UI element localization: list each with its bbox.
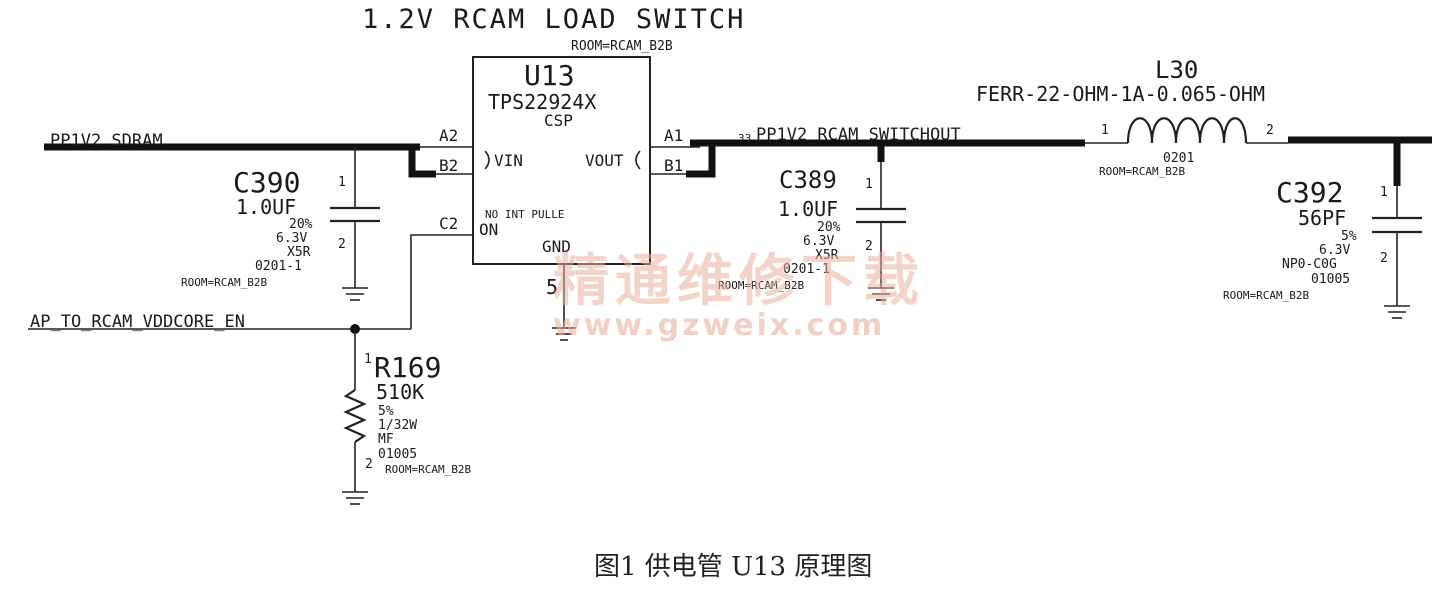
resistor-r169	[342, 329, 368, 505]
u13-gnd-label: GND	[542, 237, 571, 256]
ic-u13	[472, 56, 651, 341]
c392-tolerance: 5%	[1341, 229, 1357, 244]
c392-value: 56PF	[1298, 206, 1346, 230]
u13-gnd-pin: 5	[546, 275, 558, 299]
c389-pin2: 2	[865, 239, 873, 254]
r169-room: ROOM=RCAM_B2B	[385, 463, 471, 476]
c390-dielectric: X5R	[287, 245, 311, 260]
c390-ref: C390	[233, 166, 300, 199]
ground-symbol	[868, 287, 894, 301]
r169-type: MF	[378, 432, 394, 447]
net-pp1v2-rcam-switchout	[650, 139, 1128, 178]
c392-pin1: 1	[1380, 185, 1388, 200]
capacitor-c390	[330, 147, 380, 301]
l30-pin1: 1	[1101, 123, 1109, 138]
c392-package: 01005	[1311, 272, 1350, 287]
u13-vout-label: VOUT	[585, 151, 624, 170]
c389-ref: C389	[779, 166, 837, 194]
inductor-l30	[1126, 117, 1288, 144]
c392-room: ROOM=RCAM_B2B	[1223, 289, 1309, 302]
watermark-url: www.gzweix.com	[553, 308, 885, 343]
c389-pin1: 1	[865, 177, 873, 192]
c390-package: 0201-1	[255, 259, 302, 274]
l30-room: ROOM=RCAM_B2B	[1099, 165, 1185, 178]
u13-ref: U13	[524, 59, 575, 92]
u13-room: ROOM=RCAM_B2B	[571, 39, 673, 54]
r169-value: 510K	[376, 380, 424, 404]
c390-room: ROOM=RCAM_B2B	[181, 276, 267, 289]
net-label-pp1v2-sdram: PP1V2_SDRAM	[50, 131, 163, 151]
u13-vin-label: VIN	[494, 151, 523, 170]
l30-pin2: 2	[1266, 123, 1274, 138]
net-label-pp1v2-rcam-switchout: PP1V2_RCAM_SWITCHOUT	[756, 125, 961, 145]
c390-voltage: 6.3V	[276, 231, 307, 246]
c392-pin2: 2	[1380, 251, 1388, 266]
l30-ref: L30	[1155, 56, 1198, 84]
c389-value: 1.0UF	[778, 197, 838, 221]
c392-voltage: 6.3V	[1319, 243, 1350, 258]
r169-pin1: 1	[364, 352, 372, 367]
u13-pin-b2: B2	[439, 156, 458, 175]
r169-package: 01005	[378, 447, 417, 462]
c392-ref: C392	[1276, 176, 1343, 209]
c389-dielectric: X5R	[815, 248, 839, 263]
capacitor-c389	[856, 143, 906, 301]
c392-dielectric: NP0-C0G	[1282, 257, 1337, 272]
ground-symbol	[1384, 305, 1410, 319]
c390-tolerance: 20%	[289, 217, 313, 232]
c390-pin1: 1	[338, 175, 346, 190]
u13-package: CSP	[544, 111, 573, 130]
schematic-title: 1.2V RCAM LOAD SWITCH	[362, 4, 745, 35]
figure-caption: 图1 供电管 U13 原理图	[594, 552, 872, 582]
u13-pin-a1: A1	[664, 126, 683, 145]
r169-ref: R169	[374, 351, 441, 384]
c390-value: 1.0UF	[236, 195, 296, 219]
r169-power: 1/32W	[378, 418, 417, 433]
c389-tolerance: 20%	[817, 220, 841, 235]
u13-pin-c2: C2	[439, 214, 458, 233]
l30-value: FERR-22-OHM-1A-0.065-OHM	[976, 82, 1265, 106]
c389-package: 0201-1	[783, 262, 830, 277]
u13-on-label: ON	[479, 220, 498, 239]
net-prefix: 33	[738, 132, 751, 145]
net-pp1v2-sdram	[44, 143, 473, 178]
c390-pin2: 2	[338, 237, 346, 252]
ground-symbol	[342, 287, 368, 301]
capacitor-c392	[1372, 140, 1422, 319]
l30-package: 0201	[1163, 151, 1194, 166]
watermark-text: 精通维修下载	[553, 249, 925, 314]
u13-pin-b1: B1	[664, 156, 683, 175]
u13-part: TPS22924X	[488, 90, 596, 114]
c389-room: ROOM=RCAM_B2B	[718, 279, 804, 292]
net-label-enable: AP_TO_RCAM_VDDCORE_EN	[30, 312, 245, 332]
u13-pin-a2: A2	[439, 126, 458, 145]
r169-tolerance: 5%	[378, 404, 394, 419]
ground-symbol	[552, 327, 576, 341]
ground-symbol	[342, 491, 368, 505]
u13-note: NO INT PULLE	[485, 208, 564, 221]
r169-pin2: 2	[365, 457, 373, 472]
c389-voltage: 6.3V	[803, 234, 834, 249]
